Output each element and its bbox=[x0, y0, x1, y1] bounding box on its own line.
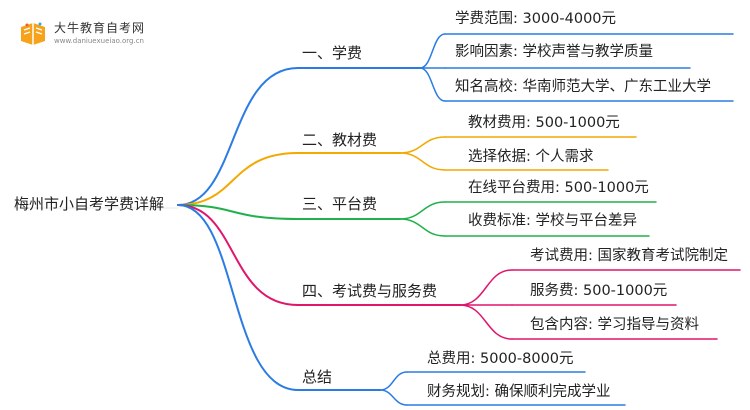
leaf-label: 教材费用: 500-1000元 bbox=[468, 115, 620, 131]
leaf-label: 学费范围: 3000-4000元 bbox=[455, 11, 617, 27]
leaf-connector bbox=[399, 218, 446, 237]
branch-connector bbox=[177, 204, 299, 220]
leaf-label: 收费标准: 学校与平台差异 bbox=[468, 213, 637, 229]
leaf-connector bbox=[399, 201, 446, 220]
leaf-connector bbox=[379, 371, 408, 391]
leaf-label: 选择依据: 个人需求 bbox=[468, 149, 594, 165]
branch-label: 总结 bbox=[302, 368, 333, 386]
leaf-label: 服务费: 500-1000元 bbox=[530, 283, 668, 299]
branch-label: 一、学费 bbox=[302, 44, 363, 62]
watermark-url: www.daniuexueiao.org.cn bbox=[54, 37, 144, 45]
leaf-connector bbox=[379, 389, 408, 406]
branch-connector bbox=[177, 67, 299, 206]
leaf-label: 影响因素: 学校声誉与教学质量 bbox=[455, 44, 653, 60]
branch-connector bbox=[177, 204, 299, 391]
leaf-connector bbox=[459, 304, 513, 340]
leaf-connector bbox=[419, 67, 446, 102]
branch-label: 二、教材费 bbox=[302, 131, 378, 149]
leaf-connector bbox=[459, 269, 513, 306]
leaf-connector bbox=[399, 136, 446, 154]
leaf-label: 包含内容: 学习指导与资料 bbox=[530, 317, 699, 333]
branch-connector bbox=[177, 152, 299, 206]
root-node: 梅州市小自考学费详解 bbox=[14, 195, 165, 213]
book-icon bbox=[21, 22, 45, 45]
leaf-label: 在线平台费用: 500-1000元 bbox=[468, 180, 649, 196]
leaf-label: 总费用: 5000-8000元 bbox=[427, 351, 574, 367]
branch-label: 四、考试费与服务费 bbox=[302, 282, 438, 300]
leaf-label: 财务规划: 确保顺利完成学业 bbox=[427, 384, 611, 400]
leaf-connector bbox=[419, 33, 446, 69]
leaf-connector bbox=[399, 152, 446, 171]
leaf-label: 知名高校: 华南师范大学、广东工业大学 bbox=[455, 79, 711, 95]
leaf-label: 考试费用: 国家教育考试院制定 bbox=[530, 248, 728, 264]
watermark-logo: 大牛教育自考网 www.daniuexueiao.org.cn bbox=[18, 15, 198, 51]
branch-label: 三、平台费 bbox=[302, 195, 378, 213]
branch-connector bbox=[177, 204, 299, 306]
watermark-name: 大牛教育自考网 bbox=[54, 21, 146, 35]
